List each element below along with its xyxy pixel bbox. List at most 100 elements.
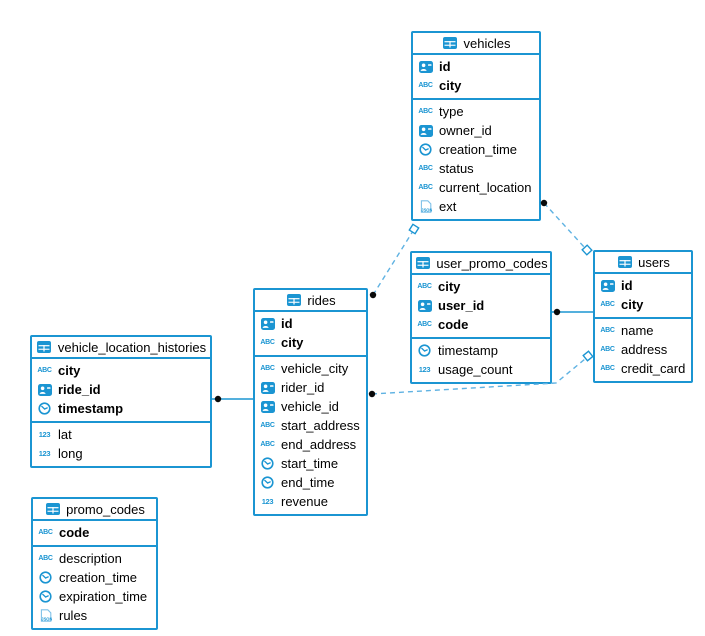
table-header[interactable]: user_promo_codes <box>412 253 550 275</box>
relationship-user_promo_codes-users <box>552 308 593 316</box>
table-icon <box>44 503 61 515</box>
text-type-icon: ABC <box>260 339 275 346</box>
column-description: ABC description <box>33 549 156 568</box>
relationship-endpoint-diamond <box>408 223 420 235</box>
table-icon <box>36 341 53 353</box>
column-id: id <box>413 57 539 76</box>
id-card-icon <box>599 279 616 292</box>
json-icon: JSON <box>417 200 434 213</box>
table-icon <box>285 294 302 306</box>
table-header[interactable]: vehicles <box>413 33 539 55</box>
text-type-icon: ABC <box>418 108 433 115</box>
relationship-endpoint-dot <box>553 308 561 316</box>
clock-icon <box>259 476 276 489</box>
table-name: users <box>638 254 670 270</box>
column-name: owner_id <box>439 123 492 138</box>
id-card-icon <box>259 400 276 413</box>
column-name: lat <box>58 427 72 442</box>
column-user_id: user_id <box>412 296 550 315</box>
table-name: user_promo_codes <box>436 255 548 271</box>
columns-section: ABC description creation_time expiration_ti… <box>33 547 156 628</box>
column-city: ABC city <box>32 361 210 380</box>
table-name: rides <box>307 292 336 308</box>
column-name: vehicle_id <box>281 399 339 414</box>
column-name: city <box>438 279 461 294</box>
relationship-endpoint-diamond <box>581 244 593 256</box>
table-name: vehicles <box>463 35 511 51</box>
column-ride_id: ride_id <box>32 380 210 399</box>
column-name: timestamp <box>58 401 124 416</box>
table-icon <box>442 37 459 49</box>
column-name: revenue <box>281 494 328 509</box>
column-timestamp: timestamp <box>412 341 550 360</box>
column-creation_time: creation_time <box>33 568 156 587</box>
key-columns-section: ABC code <box>33 521 156 547</box>
table-header[interactable]: promo_codes <box>33 499 156 521</box>
table-header[interactable]: vehicle_location_histories <box>32 337 210 359</box>
key-columns-section: ABC city ride_id timestamp <box>32 359 210 423</box>
column-name: expiration_time <box>59 589 148 604</box>
text-type-icon: ABC <box>600 301 615 308</box>
column-city: ABC city <box>595 295 691 314</box>
number-type-icon: 123 <box>418 364 431 374</box>
table-header[interactable]: rides <box>255 290 366 312</box>
text-type-icon: ABC <box>260 365 275 372</box>
column-name: vehicle_city <box>281 361 349 376</box>
column-code: ABC code <box>33 523 156 542</box>
clock-icon <box>416 344 433 357</box>
column-name: start_address <box>281 418 360 433</box>
column-name: code <box>438 317 469 332</box>
column-name: id <box>621 278 633 293</box>
id-card-icon <box>416 299 433 312</box>
id-card-icon <box>259 317 276 330</box>
column-name: id <box>439 59 451 74</box>
table-header[interactable]: users <box>595 252 691 274</box>
relationship-endpoint-dot <box>368 390 376 398</box>
text-type-icon: ABC <box>37 367 52 374</box>
column-name: city <box>58 363 81 378</box>
clock-icon <box>37 590 54 603</box>
relationship-endpoint-diamond <box>582 350 594 362</box>
text-type-icon: ABC <box>418 184 433 191</box>
column-name: end_time <box>281 475 335 490</box>
column-name: creation_time <box>59 570 138 585</box>
column-name: code <box>59 525 90 540</box>
column-vehicle_city: ABC vehicle_city <box>255 359 366 378</box>
column-name: current_location <box>439 180 532 195</box>
column-name: description <box>59 551 122 566</box>
id-card-icon <box>36 383 53 396</box>
column-name: city <box>281 335 304 350</box>
column-name: end_address <box>281 437 357 452</box>
column-creation_time: creation_time <box>413 140 539 159</box>
text-type-icon: ABC <box>38 555 53 562</box>
column-id: id <box>595 276 691 295</box>
text-type-icon: ABC <box>38 529 53 536</box>
column-timestamp: timestamp <box>32 399 210 418</box>
column-vehicle_id: vehicle_id <box>255 397 366 416</box>
column-name: type <box>439 104 464 119</box>
column-name: city <box>621 297 644 312</box>
json-icon: JSON <box>37 609 54 622</box>
clock-icon <box>417 143 434 156</box>
column-end_time: end_time <box>255 473 366 492</box>
table-icon <box>414 257 431 269</box>
column-name: timestamp <box>438 343 498 358</box>
text-type-icon: ABC <box>417 283 432 290</box>
